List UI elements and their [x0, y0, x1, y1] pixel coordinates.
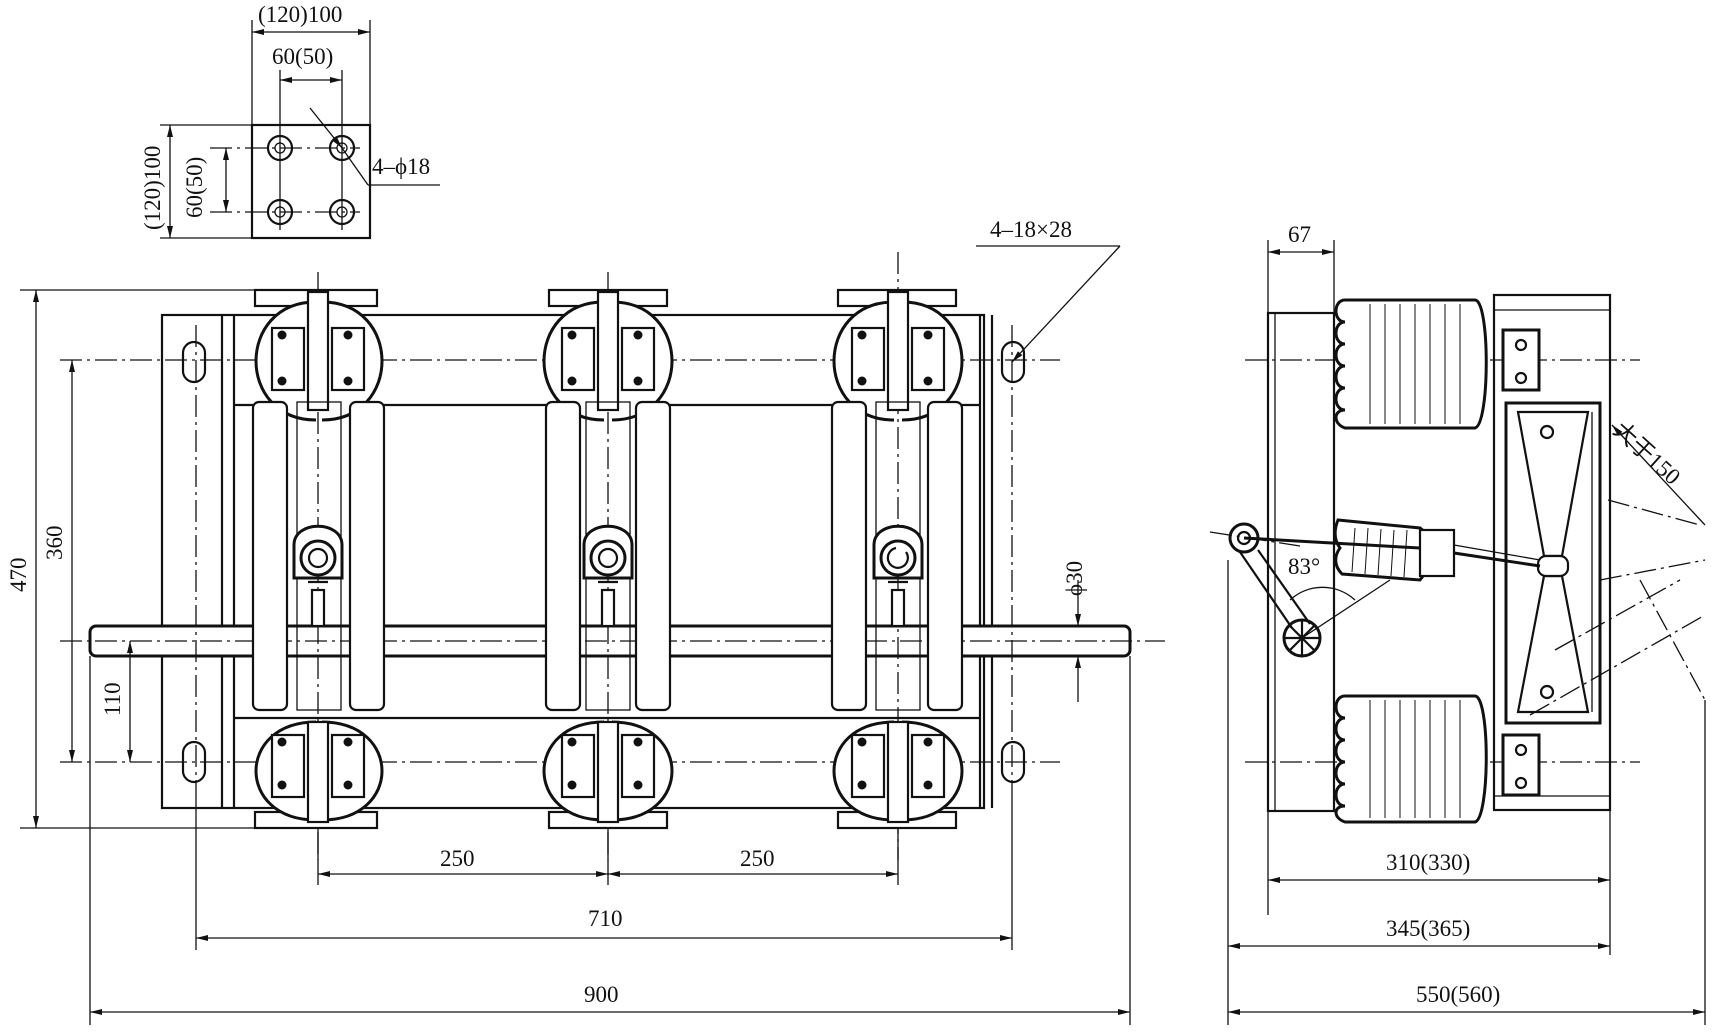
side-dimensions [1227, 240, 1706, 1025]
shaft-110-label: 110 [100, 682, 125, 716]
shaft-diameter-label: ϕ30 [1062, 561, 1087, 596]
side-67-label: 67 [1288, 222, 1311, 247]
operating-insulator [1333, 518, 1541, 582]
flange-outer-width-label: (120)100 [258, 2, 342, 27]
pitch-left-label: 250 [440, 846, 475, 871]
side-550-label: 550(560) [1416, 982, 1500, 1007]
flange-holes-label: 4–ϕ18 [372, 154, 430, 179]
clearance-label: 大于150 [1609, 417, 1686, 489]
pitch-right-label: 250 [740, 846, 775, 871]
side-345-label: 345(365) [1386, 916, 1470, 941]
upper-insulator [1334, 298, 1488, 430]
flange-inner-height-label: 60(50) [182, 157, 207, 218]
slot [1000, 340, 1026, 384]
height-470-label: 470 [6, 558, 31, 593]
height-360-label: 360 [42, 526, 67, 561]
flange-outer-height-label: (120)100 [140, 146, 165, 230]
pole-1 [251, 272, 386, 860]
angle-83-label: 83° [1288, 554, 1320, 579]
slots-label: 4–18×28 [990, 217, 1072, 242]
mount-710-label: 710 [588, 906, 623, 931]
lower-insulator [1334, 694, 1488, 824]
pole-3 [830, 252, 964, 860]
flange-inner-width-label: 60(50) [272, 44, 333, 69]
overall-900-label: 900 [584, 982, 619, 1007]
side-310-label: 310(330) [1386, 850, 1470, 875]
front-dimensions [20, 245, 1131, 1025]
side-view [1209, 293, 1706, 824]
flange-detail [160, 20, 440, 240]
pole-2 [542, 272, 674, 860]
slot [181, 340, 207, 384]
